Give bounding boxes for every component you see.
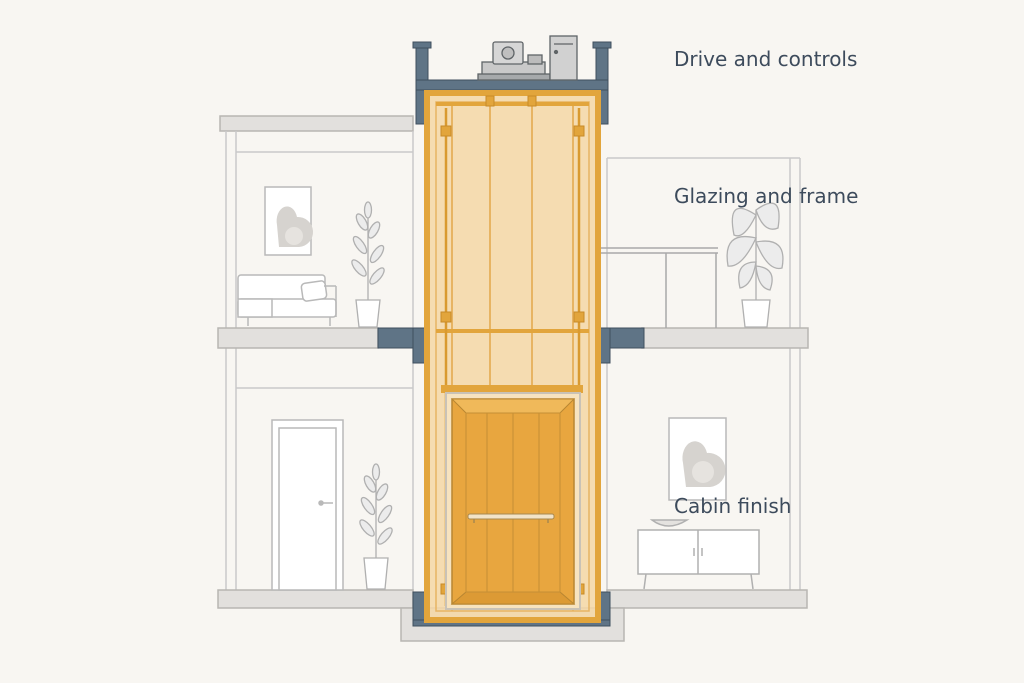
sideboard bbox=[637, 519, 760, 590]
elevator-cabin bbox=[441, 385, 583, 610]
control-cabinet bbox=[549, 35, 578, 81]
cabin-handrail bbox=[467, 513, 555, 520]
right-building bbox=[606, 157, 809, 609]
door bbox=[271, 419, 344, 591]
plant-left-lower bbox=[359, 463, 393, 590]
left-mid-slab bbox=[217, 327, 379, 349]
callout-drive-and-controls: Drive and controls bbox=[674, 47, 858, 71]
right-ground-slab bbox=[606, 589, 808, 609]
drive-unit bbox=[477, 41, 551, 81]
callout-cabin-finish: Cabin finish bbox=[674, 494, 792, 518]
callout-glazing-and-frame: Glazing and frame bbox=[674, 184, 859, 208]
plant-left-upper bbox=[351, 201, 385, 328]
left-building bbox=[217, 115, 414, 609]
plant-right-upper bbox=[726, 202, 784, 328]
artwork-frame-left bbox=[264, 186, 314, 256]
right-mid-slab bbox=[641, 327, 809, 349]
elevator-shaft bbox=[377, 35, 645, 642]
left-roof-slab bbox=[219, 115, 414, 132]
shaft-outer-frame bbox=[424, 90, 601, 623]
glass-railing bbox=[596, 244, 718, 328]
sofa bbox=[237, 274, 337, 326]
artwork-frame-right bbox=[668, 417, 727, 501]
left-ground-slab bbox=[217, 589, 414, 609]
